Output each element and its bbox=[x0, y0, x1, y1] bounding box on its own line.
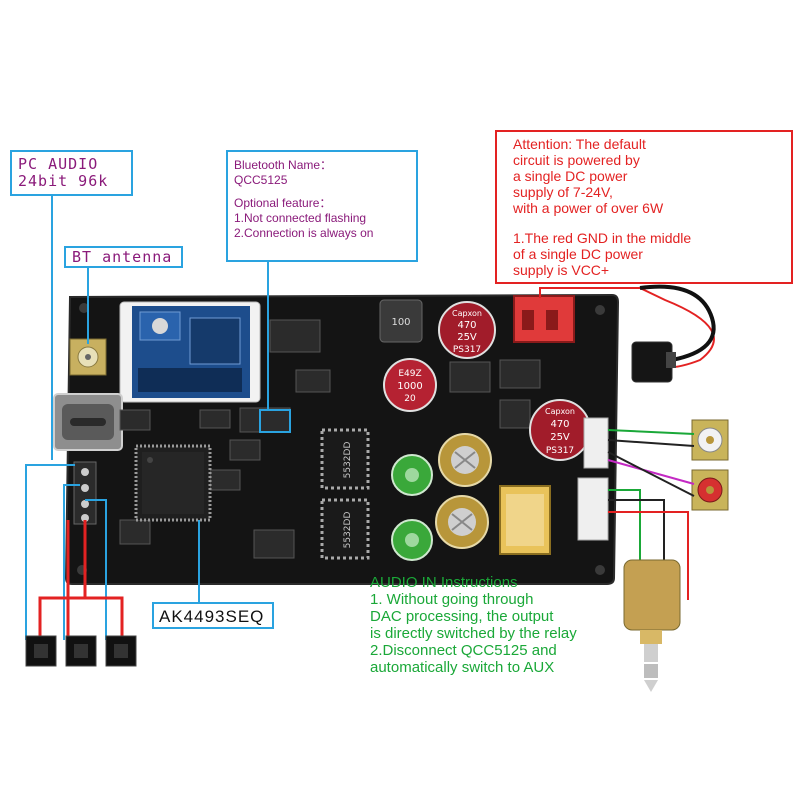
capacitor-green-top bbox=[391, 454, 433, 496]
cap2-top: E49Z bbox=[398, 369, 421, 379]
optional-feature-2: 2.Connection is always on bbox=[234, 226, 374, 240]
attention-line: with a power of over 6W bbox=[513, 200, 664, 216]
audio-in-line: AUDIO IN Instructions bbox=[370, 574, 518, 591]
inductor-marking: 100 bbox=[391, 317, 410, 328]
audio-in-line: automatically switch to AUX bbox=[370, 659, 555, 676]
cap2-value: 1000 bbox=[397, 381, 422, 392]
bluetooth-name-label: Bluetooth Name： bbox=[234, 158, 333, 172]
attention-note-line: 1.The red GND in the middle bbox=[513, 230, 692, 246]
pc-audio-line1: PC AUDIO bbox=[18, 155, 99, 173]
antenna-connector bbox=[69, 338, 107, 376]
bluetooth-name-value: QCC5125 bbox=[234, 173, 288, 187]
rca-jack-white bbox=[691, 419, 729, 461]
audio-in-line: DAC processing, the output bbox=[370, 608, 554, 625]
cap3-series: PS317 bbox=[546, 446, 574, 456]
cap3-volt: 25V bbox=[550, 432, 570, 443]
attention-line: supply of 7-24V, bbox=[513, 184, 613, 200]
audio-in-line: 1. Without going through bbox=[370, 591, 534, 608]
capacitor-red-small: E49Z 1000 20 bbox=[383, 358, 437, 412]
output-header-top bbox=[583, 417, 609, 469]
audio-in-line: is directly switched by the relay bbox=[370, 625, 577, 642]
dc-adapter bbox=[539, 284, 716, 383]
inductor: 100 bbox=[379, 299, 423, 343]
button-wires bbox=[38, 520, 124, 640]
push-button-1 bbox=[25, 635, 57, 667]
power-connector bbox=[513, 295, 575, 343]
opamp-top-marking: 5532DD bbox=[343, 442, 353, 479]
attention-line: circuit is powered by bbox=[513, 152, 640, 168]
capacitor-gold-top bbox=[438, 433, 492, 487]
smd-components bbox=[119, 319, 541, 559]
cap1-volt: 25V bbox=[457, 332, 477, 343]
dac-chip-name: AK4493SEQ bbox=[159, 607, 265, 626]
pc-audio-callout: PC AUDIO 24bit 96k bbox=[10, 150, 133, 196]
capacitor-gold-bottom bbox=[435, 495, 489, 549]
dac-chip bbox=[134, 444, 212, 522]
optional-feature-title: Optional feature： bbox=[234, 196, 332, 210]
capacitor-green-bottom bbox=[391, 519, 433, 561]
relay bbox=[499, 485, 551, 555]
bluetooth-module bbox=[119, 301, 261, 403]
cap3-value: 470 bbox=[550, 419, 569, 430]
cap1-value: 470 bbox=[457, 320, 476, 331]
opamp-chip-bottom: 5532DD bbox=[320, 498, 370, 560]
output-header-bottom bbox=[577, 477, 609, 541]
attention-line: Attention: The default bbox=[513, 136, 646, 152]
cap1-series: PS317 bbox=[453, 345, 481, 355]
attention-line: a single DC power bbox=[513, 168, 628, 184]
push-button-2 bbox=[65, 635, 97, 667]
pc-audio-line2: 24bit 96k bbox=[18, 172, 109, 190]
cap2-volt: 20 bbox=[404, 394, 416, 404]
audio-in-line: 2.Disconnect QCC5125 and bbox=[370, 642, 557, 659]
attention-note-line: of a single DC power bbox=[513, 246, 643, 262]
cap3-brand: Capxon bbox=[545, 407, 575, 416]
cap1-brand: Capxon bbox=[452, 309, 482, 318]
opamp-chip-top: 5532DD bbox=[320, 428, 370, 490]
attention-note-line: supply is VCC+ bbox=[513, 262, 610, 278]
push-button-3 bbox=[105, 635, 137, 667]
audio-in-instructions: AUDIO IN Instructions 1. Without going t… bbox=[370, 574, 630, 676]
bluetooth-name-callout: Bluetooth Name： QCC5125 Optional feature… bbox=[226, 150, 418, 262]
capacitor-red-right: Capxon 470 25V PS317 bbox=[529, 399, 591, 461]
bt-antenna-label: BT antenna bbox=[72, 248, 173, 266]
bt-antenna-callout: BT antenna bbox=[64, 246, 183, 268]
callout-lines bbox=[25, 196, 291, 640]
optional-feature-1: 1.Not connected flashing bbox=[234, 211, 367, 225]
usb-c-port bbox=[53, 393, 123, 451]
capacitor-red-top: Capxon 470 25V PS317 bbox=[438, 301, 496, 359]
attention-callout: Attention: The default circuit is powere… bbox=[495, 130, 793, 284]
rca-wires bbox=[607, 429, 695, 497]
aux-jack-plug bbox=[623, 559, 681, 692]
rca-jack-red bbox=[691, 469, 729, 511]
dac-chip-label: AK4493SEQ bbox=[152, 602, 274, 629]
button-header bbox=[73, 461, 97, 525]
opamp-bottom-marking: 5532DD bbox=[343, 512, 353, 549]
